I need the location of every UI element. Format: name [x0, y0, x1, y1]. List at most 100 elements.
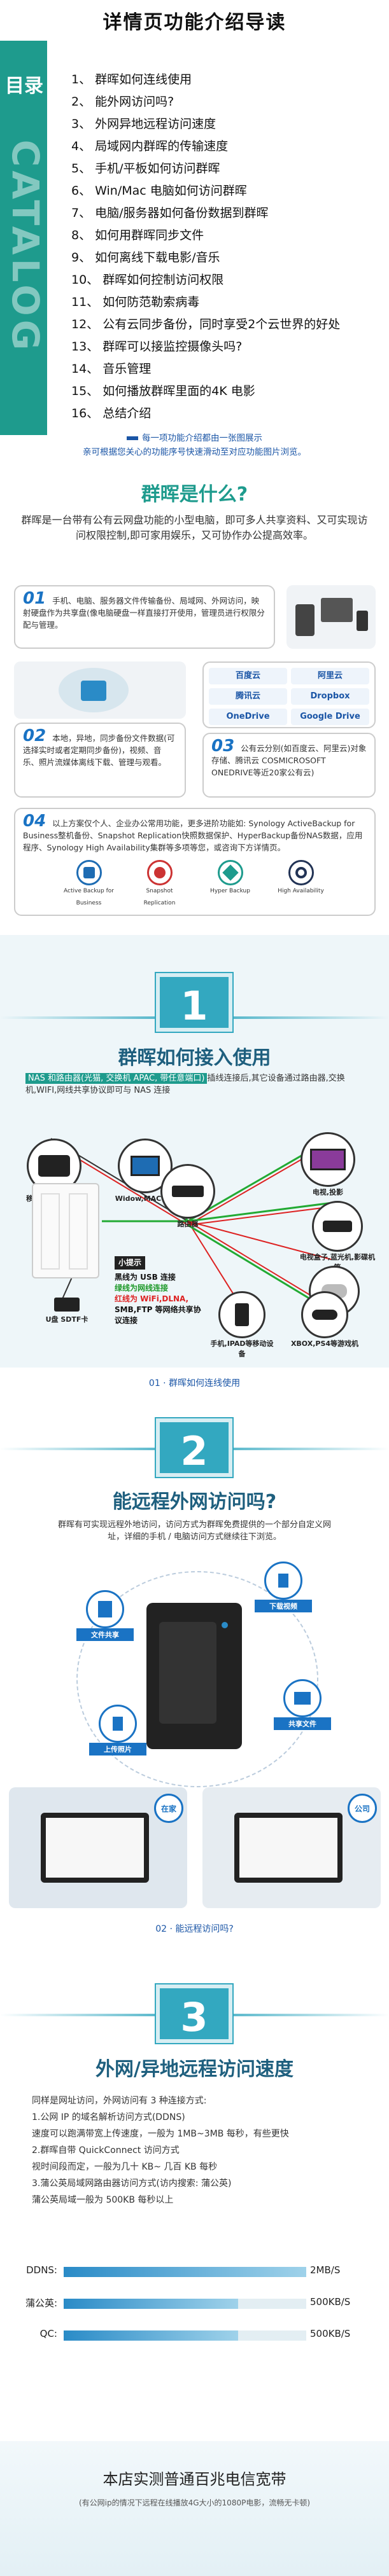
tip-title: 小提示 — [115, 1256, 146, 1270]
what-heading: 群晖是什么? — [141, 483, 248, 506]
speed-row-ddns: DDNS: 2MB/S — [13, 2264, 376, 2280]
device-router: 路由器 — [156, 1164, 220, 1229]
catalog-item[interactable]: 8、 如何用群晖同步文件 — [71, 228, 204, 242]
app-ha: High Availability — [272, 860, 330, 910]
section2-number: 2 — [156, 1418, 232, 1477]
speed-fill — [64, 2330, 239, 2341]
catalog-sidebar: 目录 CATALOG — [0, 41, 47, 435]
speed-track — [64, 2299, 306, 2309]
download-node: 下载视频 — [255, 1562, 312, 1612]
catalog-item[interactable]: 13、 群晖可以接监控摄像头吗? — [71, 340, 243, 354]
speed-label: DDNS: — [26, 2264, 57, 2276]
hyperbackup-icon — [217, 860, 243, 885]
node-label: 文件共享 — [76, 1628, 134, 1641]
speed-row-pgy: 蒲公英: 500KB/S — [13, 2296, 376, 2311]
office-photo: 公司 — [202, 1787, 381, 1908]
ha-icon — [288, 860, 314, 885]
card-text: 公有云分别(如百度云、阿里云)对象存储、腾讯云 COSMICROSOFT ONE… — [211, 744, 367, 777]
section2-desc: 群晖有可实现远程外地访问，访问方式为群晖免费提供的一个部分自定义网址，详细的手机… — [57, 1520, 331, 1542]
section1: 1 群晖如何接入使用 NAS 和路由器(光猫, 交换机 APAC, 带任意端口)… — [0, 935, 389, 1368]
orbit-ring — [76, 1571, 318, 1787]
section1-number: 1 — [156, 973, 232, 1032]
router-icon — [160, 1164, 215, 1219]
catalog-list: 1、 群晖如何连线使用 2、 能外网访问吗? 3、 外网异地远程访问速度 4、 … — [71, 69, 384, 425]
device-label: 手机,IPAD等移动设备 — [210, 1340, 274, 1358]
app-label: Active Backup for Business — [64, 888, 114, 906]
device-label: U盘 SDTF卡 — [45, 1315, 88, 1324]
device-usb: U盘 SDTF卡 — [38, 1298, 95, 1324]
download-icon — [264, 1562, 302, 1600]
catalog-item[interactable]: 1、 群晖如何连线使用 — [71, 73, 192, 87]
catalog-item[interactable]: 6、 Win/Mac 电脑如何访问群晖 — [71, 184, 247, 198]
node-label: 下载视频 — [255, 1600, 312, 1612]
catalog-watermark: CATALOG — [4, 139, 47, 354]
catalog-item[interactable]: 3、 外网异地远程访问速度 — [71, 117, 216, 131]
speed-fill — [64, 2299, 239, 2309]
catalog-item[interactable]: 15、 如何播放群晖里面的4K 电影 — [71, 384, 255, 398]
catalog-item[interactable]: 10、 群晖如何控制访问权限 — [71, 273, 224, 287]
what-section: 群晖是什么? 群晖是一台带有公有云网盘功能的小型电脑，即可多人共享资料、又可实现… — [0, 471, 389, 929]
catalog-item[interactable]: 9、 如何离线下载电影/音乐 — [71, 251, 220, 265]
speed-value: 2MB/S — [310, 2264, 341, 2276]
feature-card-04: 04 以上方案仅个人、企业办公常用功能，更多进阶功能如: Synology Ac… — [14, 808, 376, 916]
card-number: 02 — [23, 726, 46, 745]
app-snapshot: Snapshot Replication — [131, 860, 188, 910]
app-label: Snapshot Replication — [143, 888, 176, 906]
text-line: 2.群晖自带 QuickConnect 访问方式 — [32, 2145, 180, 2156]
notice: 每一项功能介绍都由一张图展示 亲可根据您关心的功能序号快速滑动至对应功能图片浏览… — [13, 431, 376, 459]
catalog-item[interactable]: 16、 总结介绍 — [71, 406, 152, 420]
what-desc: 群晖是一台带有公有云网盘功能的小型电脑，即可多人共享资料、又可实现访问权限控制,… — [21, 514, 368, 541]
onedrive-logo: OneDrive — [209, 709, 287, 725]
device-label: Widow,MAC电脑 — [115, 1195, 176, 1203]
app-hyperbackup: Hyper Backup — [202, 860, 259, 910]
text-line: 1.公网 IP 的域名解析访问方式(DDNS) — [32, 2112, 185, 2122]
catalog-item[interactable]: 12、 公有云同步备份，同时享受2个云世界的好处 — [71, 317, 341, 331]
catalog-item[interactable]: 4、 局域网内群晖的传输速度 — [71, 139, 229, 153]
card-text: 以上方案仅个人、企业办公常用功能，更多进阶功能如: Synology Activ… — [23, 819, 363, 852]
catalog: 目录 CATALOG 1、 群晖如何连线使用 2、 能外网访问吗? 3、 外网异… — [0, 41, 389, 435]
feature-card-03: 03 公有云分别(如百度云、阿里云)对象存储、腾讯云 COSMICROSOFT … — [202, 733, 376, 798]
bar-icon — [127, 436, 138, 440]
page-title: 详情页功能介绍导读 — [103, 11, 286, 34]
console-icon — [301, 1291, 348, 1338]
card-text: 手机、电脑、服务器文件传输备份、局域网、外网访问，映射硬盘作为共享盘(像电脑硬盘… — [23, 596, 265, 630]
nas-photo — [146, 1603, 242, 1749]
catalog-item[interactable]: 11、 如何防范勒索病毒 — [71, 295, 200, 309]
section1-caption: 01 · 群晖如何连线使用 — [148, 1378, 241, 1388]
mobile-icon — [218, 1291, 265, 1338]
footer-note: (有公网ip的情况下远程在线播放4G大小的1080P电影，流畅无卡顿) — [78, 2498, 311, 2507]
speed-label: QC: — [39, 2328, 57, 2339]
home-photo: 在家 — [9, 1787, 187, 1908]
share-icon — [86, 1590, 124, 1628]
upload-node: 上传照片 — [89, 1705, 146, 1755]
catalog-label: 目录 — [5, 75, 43, 97]
footer-title: 本店实测普通百兆电信宽带 — [103, 2470, 286, 2488]
section2-caption: 02 · 能远程访问吗? — [155, 1924, 234, 1934]
feature-card-02: 02 本地，异地，同步备份文件数据(可选择实时或者定期同步备份)，视频、音乐、照… — [14, 723, 186, 798]
section2: 2 能远程外网访问吗? 群晖有可实现远程外地访问，访问方式为群晖免费提供的一个部… — [0, 1399, 389, 1946]
tvbox-icon — [312, 1201, 363, 1252]
device-tv: 电视,投影 — [293, 1132, 363, 1197]
section1-heading: 群晖如何接入使用 — [118, 1047, 271, 1069]
section3: 3 外网/异地远程访问速度 同样是网址访问，外网访问有 3 种连接方式: 1.公… — [0, 1959, 389, 2442]
tencent-logo: 腾讯云 — [209, 688, 287, 705]
text-line: 同样是网址访问，外网访问有 3 种连接方式: — [32, 2096, 207, 2106]
catalog-item[interactable]: 14、 音乐管理 — [71, 362, 152, 376]
device-label: 路由器 — [177, 1220, 199, 1228]
folder-icon — [283, 1679, 322, 1717]
catalog-item[interactable]: 5、 手机/平板如何访问群晖 — [71, 162, 220, 176]
tip-box: 小提示 黑线为 USB 连接 绿线为网线连接 红线为 WiFi,DLNA, SM… — [115, 1256, 204, 1326]
intro-text: 插线连接后,其它设备通过路由器,交换机,WIFI,网线共享协议即可与 NAS 连… — [25, 1074, 345, 1095]
catalog-item[interactable]: 2、 能外网访问吗? — [71, 95, 174, 109]
tip-line: SMB,FTP 等网络共享协议连接 — [115, 1305, 201, 1325]
section2-heading: 能远程外网访问吗? — [112, 1491, 277, 1513]
speed-value: 500KB/S — [310, 2296, 351, 2308]
usb-icon — [54, 1298, 80, 1312]
aliyun-logo: 阿里云 — [291, 668, 369, 684]
catalog-item[interactable]: 7、 电脑/服务器如何备份数据到群晖 — [71, 206, 269, 220]
card-number: 01 — [23, 589, 46, 608]
file-share-node: 文件共享 — [76, 1590, 134, 1641]
office-badge: 公司 — [348, 1794, 377, 1823]
node-label: 共享文件 — [274, 1717, 331, 1730]
